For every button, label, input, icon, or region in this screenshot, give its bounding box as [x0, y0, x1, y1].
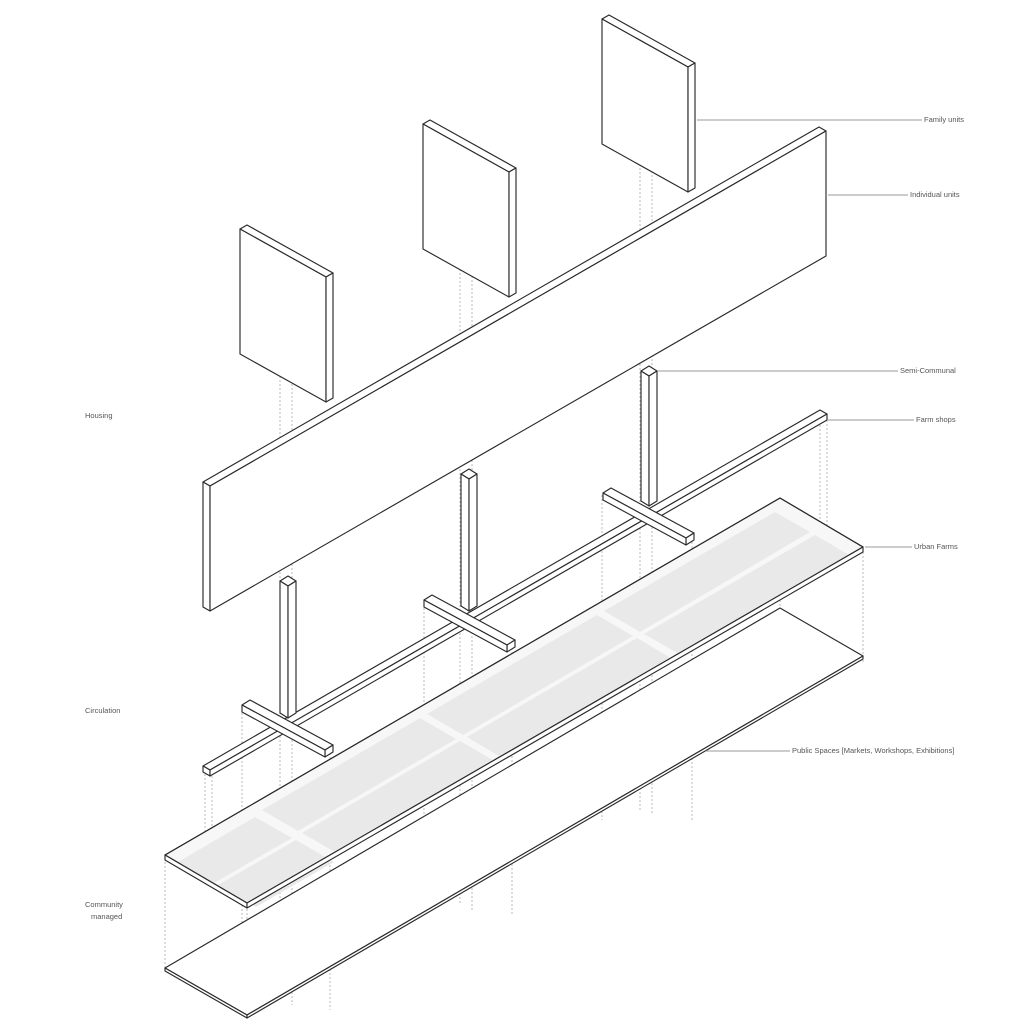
label-individual-units: Individual units — [910, 190, 960, 199]
circulation-crosses — [241, 487, 695, 758]
label-circulation: Circulation — [85, 706, 120, 715]
label-public-spaces: Public Spaces [Markets, Workshops, Exhib… — [792, 746, 954, 755]
urban-farms-slab — [164, 497, 864, 909]
individual-units-wall — [202, 126, 827, 612]
left-labels: Housing Circulation Community managed — [85, 411, 123, 921]
label-urban-farms: Urban Farms — [914, 542, 958, 551]
label-semi-communal: Semi-Communal — [900, 366, 956, 375]
label-family-units: Family units — [924, 115, 964, 124]
circulation-beam — [202, 409, 828, 777]
family-units — [239, 14, 696, 403]
public-spaces-slab — [164, 607, 864, 1019]
label-managed: managed — [91, 912, 122, 921]
semi-communal-columns — [279, 365, 658, 719]
label-farm-shops: Farm shops — [916, 415, 956, 424]
leader-lines — [657, 119, 922, 752]
label-housing: Housing — [85, 411, 113, 420]
label-community: Community — [85, 900, 123, 909]
right-labels: Family units Individual units Semi-Commu… — [792, 115, 964, 755]
